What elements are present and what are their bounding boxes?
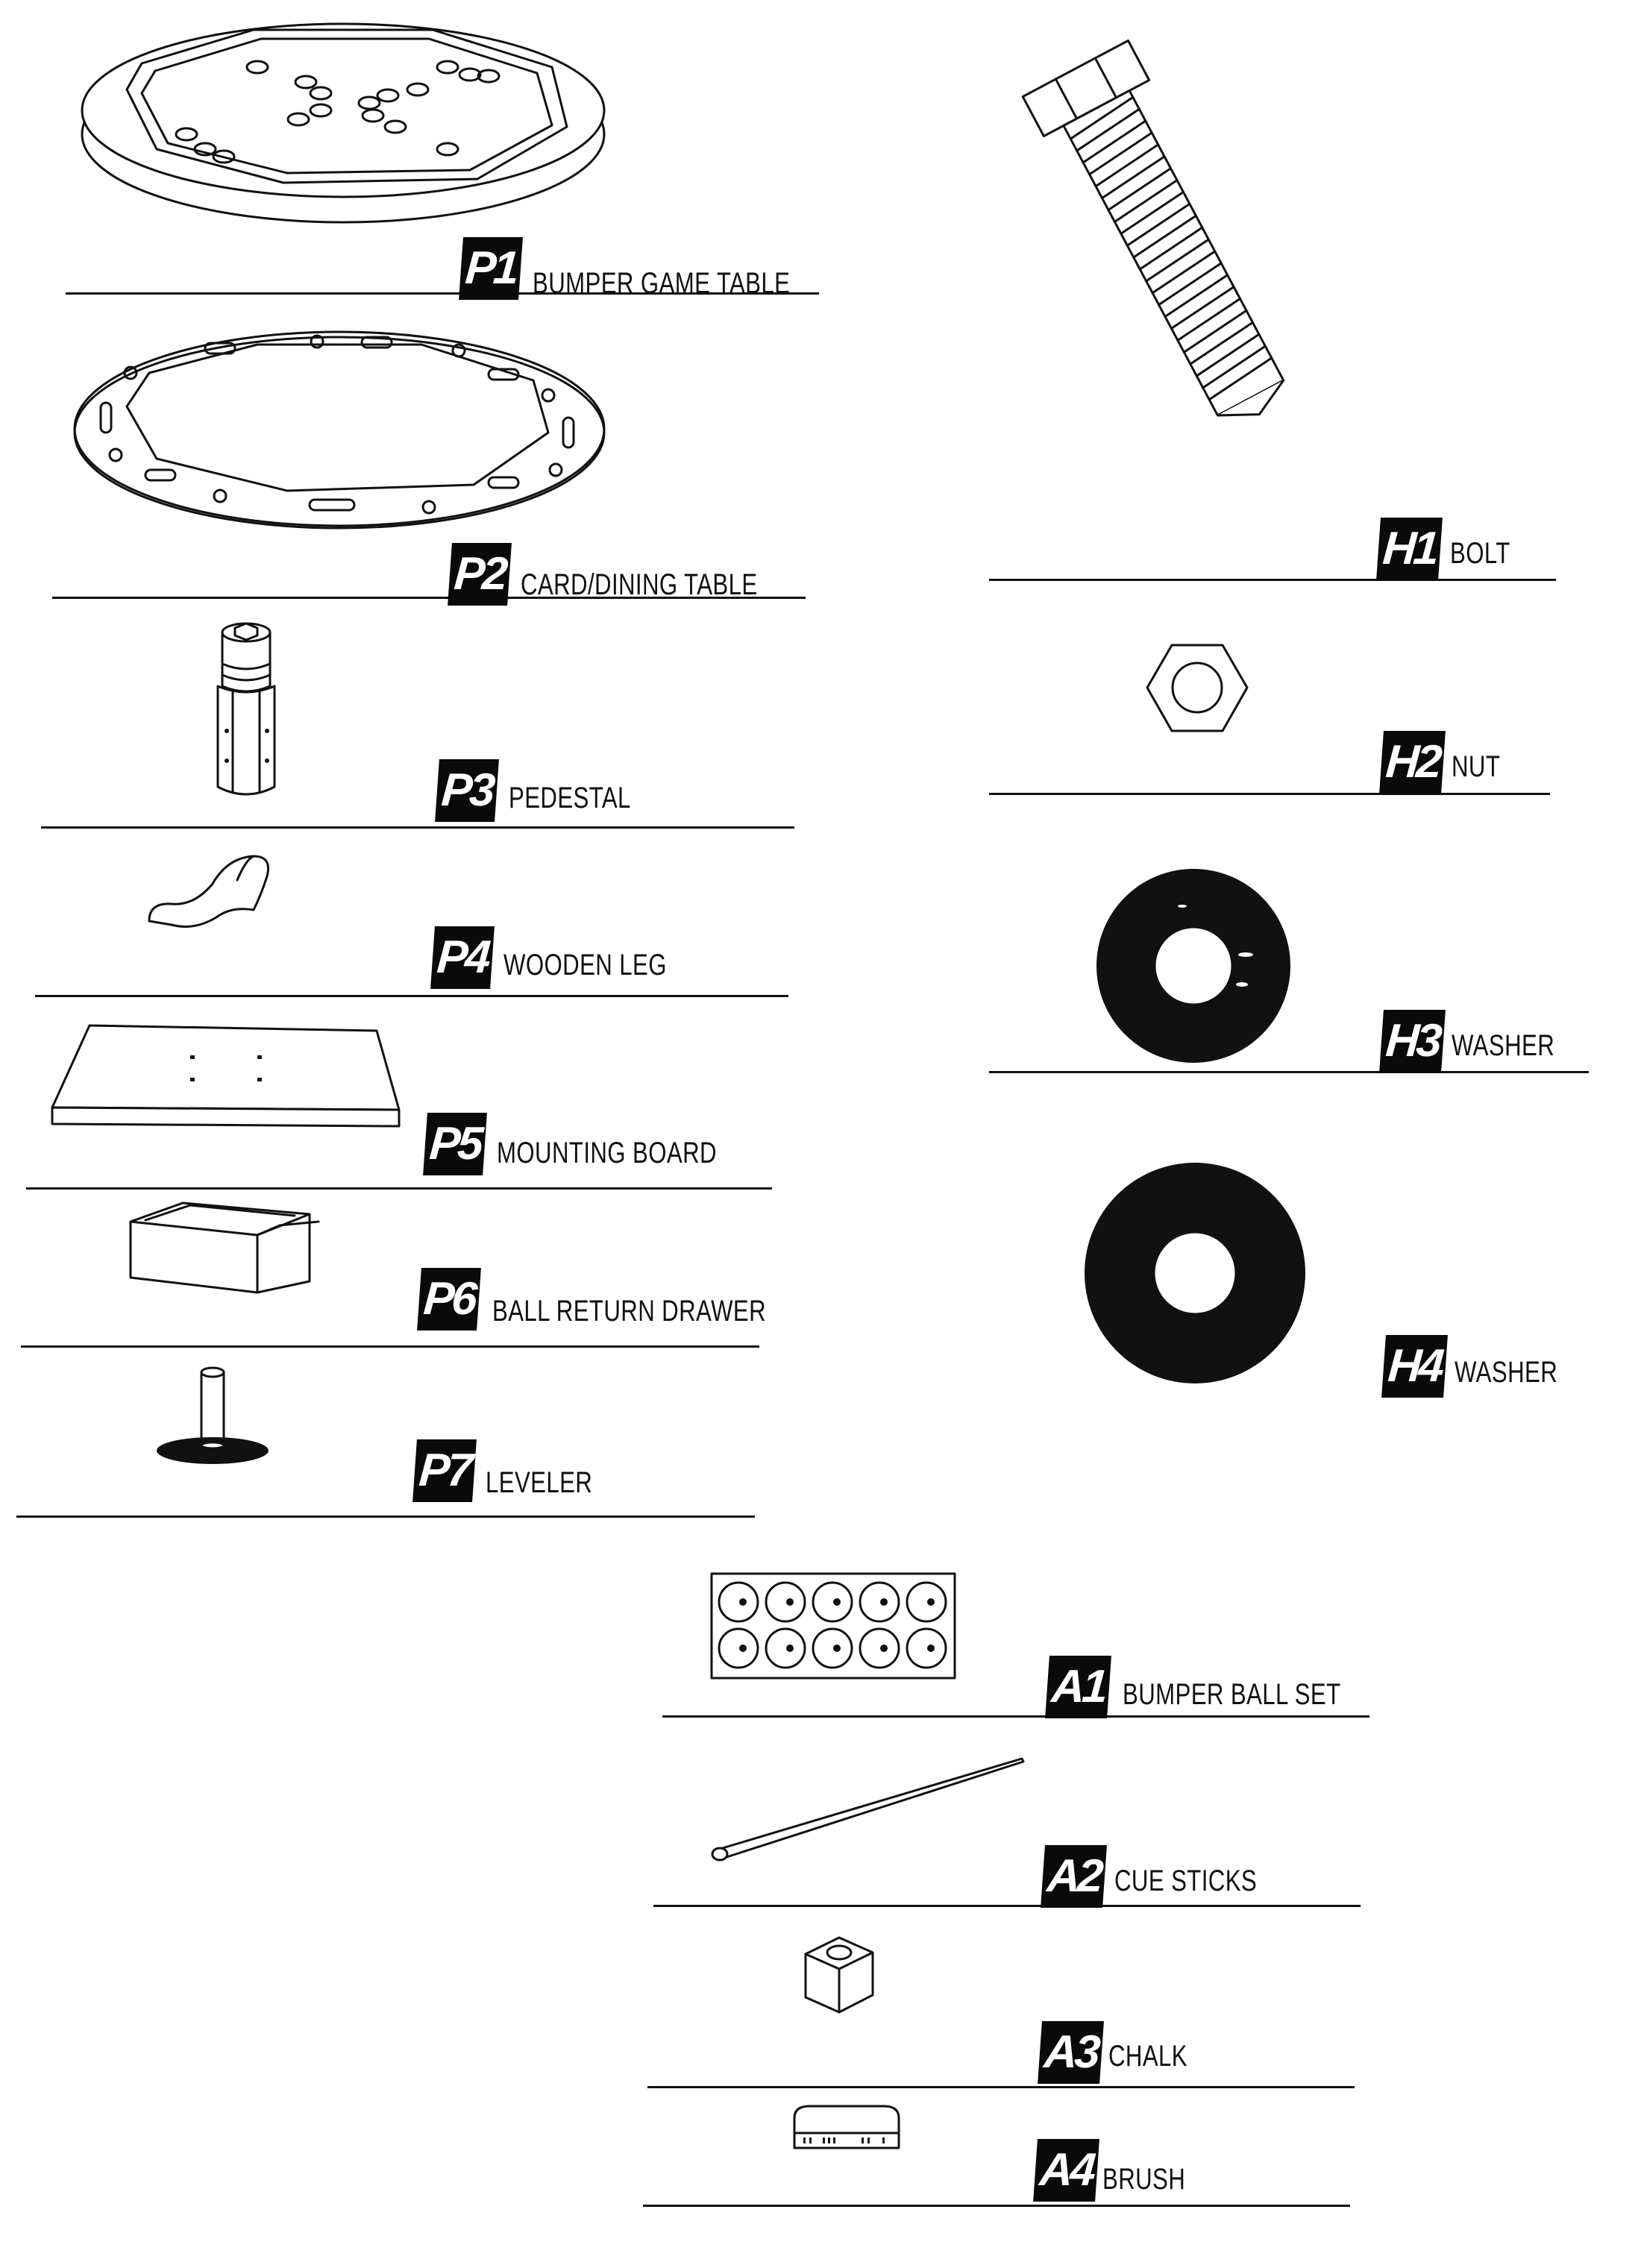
hardware-name: WASHER bbox=[1452, 1029, 1555, 1062]
chalk-icon bbox=[804, 1936, 874, 2014]
part-code: P1 bbox=[459, 237, 523, 300]
hardware-name: BOLT bbox=[1450, 537, 1510, 570]
part-code: P6 bbox=[417, 1268, 481, 1331]
nut-icon bbox=[1146, 644, 1249, 732]
washer-icon bbox=[1096, 869, 1290, 1063]
part-code: P7 bbox=[412, 1439, 477, 1502]
brush-icon bbox=[793, 2105, 900, 2149]
part-code: P4 bbox=[430, 926, 495, 989]
accessory-code: A4 bbox=[1033, 2139, 1100, 2202]
part-code: P5 bbox=[423, 1113, 487, 1175]
hardware-code: H1 bbox=[1376, 518, 1443, 580]
accessory-code: A1 bbox=[1045, 1656, 1112, 1718]
part-code: P3 bbox=[435, 759, 499, 822]
part-name: WOODEN LEG bbox=[503, 949, 667, 981]
bolt-icon bbox=[1021, 39, 1285, 417]
hardware-name: WASHER bbox=[1455, 1356, 1558, 1389]
wooden-leg-icon bbox=[148, 855, 269, 928]
ball-return-drawer-icon bbox=[129, 1201, 320, 1294]
accessory-name: BRUSH bbox=[1102, 2163, 1186, 2196]
mounting-board-icon bbox=[51, 1024, 401, 1128]
hardware-name: NUT bbox=[1452, 750, 1501, 783]
cue-sticks-icon bbox=[711, 1757, 1025, 1862]
accessory-name: BUMPER BALL SET bbox=[1123, 1678, 1341, 1711]
part-name: LEVELER bbox=[486, 1466, 593, 1499]
accessory-code: A2 bbox=[1041, 1845, 1108, 1908]
washer-icon bbox=[1085, 1163, 1305, 1383]
part-code: P2 bbox=[448, 543, 512, 606]
bumper-game-table-icon bbox=[81, 22, 606, 224]
accessory-name: CHALK bbox=[1108, 2040, 1187, 2073]
pedestal-icon bbox=[216, 622, 276, 796]
part-name: MOUNTING BOARD bbox=[497, 1137, 717, 1169]
hardware-code: H3 bbox=[1379, 1010, 1446, 1072]
part-name: PEDESTAL bbox=[509, 782, 631, 814]
leveler-icon bbox=[157, 1366, 269, 1464]
hardware-code: H4 bbox=[1381, 1335, 1449, 1398]
hardware-code: H2 bbox=[1379, 731, 1446, 794]
bumper-ball-set-icon bbox=[710, 1572, 956, 1680]
accessory-code: A3 bbox=[1038, 2021, 1105, 2084]
part-name: BUMPER GAME TABLE bbox=[533, 267, 791, 300]
card-dining-table-icon bbox=[73, 330, 606, 530]
accessory-name: CUE STICKS bbox=[1114, 1865, 1258, 1897]
part-name: CARD/DINING TABLE bbox=[521, 568, 758, 601]
part-name: BALL RETURN DRAWER bbox=[492, 1295, 767, 1328]
